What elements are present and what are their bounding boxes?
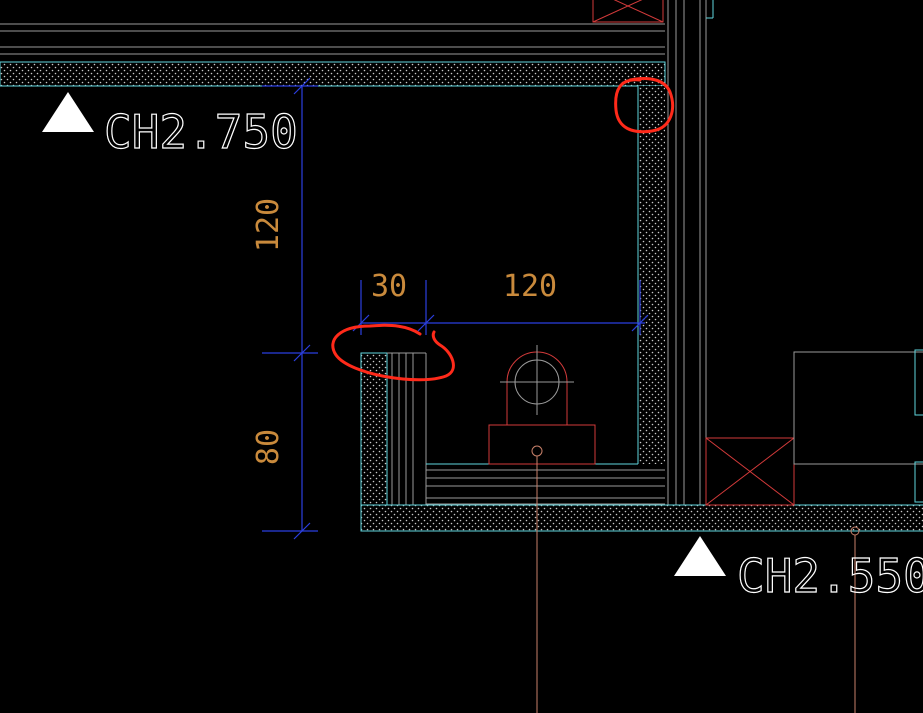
bottom-wall-lines bbox=[426, 469, 665, 505]
dim-horizontal-right: 120 bbox=[503, 269, 557, 304]
right-equipment-outline bbox=[793, 351, 923, 465]
top-hatched-wall bbox=[0, 61, 666, 87]
triangle-icon-lower bbox=[674, 536, 726, 576]
left-hatched-wall bbox=[360, 352, 388, 506]
dim-horizontal-left: 30 bbox=[371, 269, 407, 304]
left-wall-lines bbox=[387, 352, 427, 505]
cross-box-icon bbox=[705, 437, 795, 506]
right-wall-lines bbox=[667, 0, 707, 505]
circle-crosshair-icon bbox=[488, 345, 596, 465]
level-upper-label: CH2.750 bbox=[104, 105, 298, 159]
right-hatched-wall bbox=[638, 86, 665, 464]
markup-circle-wall bbox=[331, 323, 455, 382]
cross-box-icon-top bbox=[592, 0, 664, 23]
dim-vertical-upper: 120 bbox=[251, 198, 286, 252]
bottom-hatched-slab bbox=[360, 504, 923, 532]
vertical-dimension bbox=[262, 77, 318, 540]
level-lower-label: CH2.550 bbox=[737, 549, 923, 603]
triangle-icon bbox=[42, 92, 94, 132]
markup-circle-corner bbox=[614, 77, 675, 134]
top-wall-lines bbox=[0, 23, 665, 55]
dim-vertical-lower: 80 bbox=[251, 429, 286, 465]
